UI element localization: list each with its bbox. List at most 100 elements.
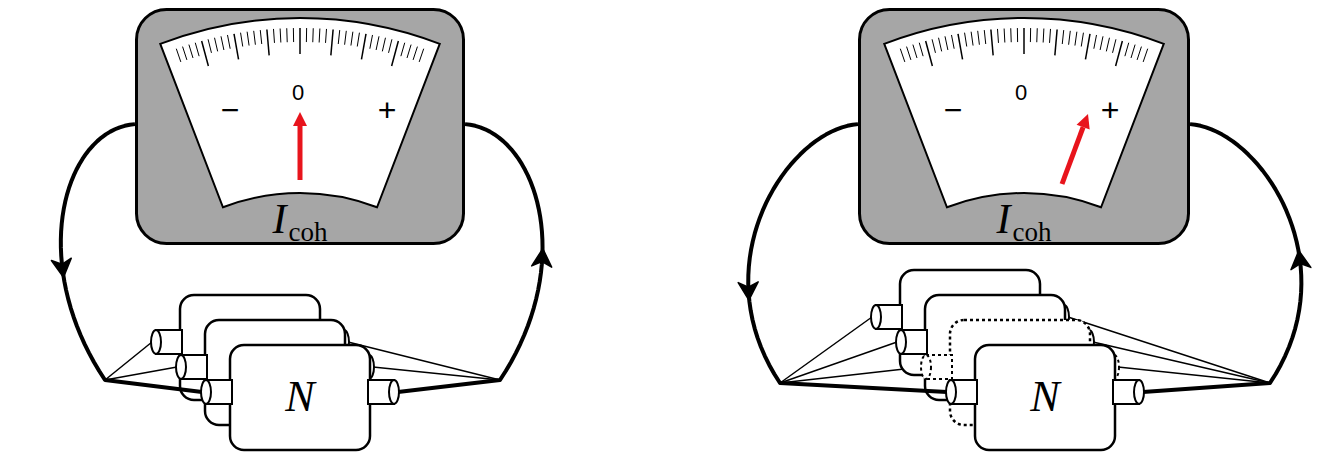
port-end (871, 305, 881, 329)
scale-tick (176, 49, 181, 62)
scale-tick (195, 43, 199, 56)
scale-tick (1049, 29, 1051, 43)
quantity-label: Icoh (858, 198, 1190, 240)
fan-wire (1093, 342, 1270, 383)
scale-tick (202, 41, 209, 66)
scale-tick (338, 30, 339, 44)
scale-label: + (1101, 94, 1120, 126)
scale-label: − (944, 94, 963, 126)
scale-tick (351, 32, 353, 46)
scale-tick (389, 39, 392, 53)
channel-body (230, 345, 370, 450)
scale-tick (1010, 28, 1011, 42)
scale-tick (407, 45, 411, 58)
scale-tick (413, 47, 417, 60)
channel-symbol: N (285, 375, 314, 419)
meter-case (860, 10, 1189, 244)
scale-tick (306, 28, 307, 42)
scale-tick (913, 45, 917, 58)
meter-face (160, 18, 440, 207)
port-end (201, 380, 211, 404)
scale-tick (1143, 49, 1148, 62)
scale-label: 0 (1015, 82, 1027, 104)
port-end (921, 355, 931, 379)
channel-body (975, 345, 1115, 450)
quantity-symbol: I (997, 196, 1011, 242)
scale-tick (1004, 29, 1006, 43)
scale-tick (1131, 45, 1135, 58)
scale-tick (319, 29, 321, 43)
scale-label: − (221, 94, 240, 126)
channel-box: N (945, 345, 1145, 450)
scale-tick (907, 47, 911, 60)
scale-tick (1030, 28, 1031, 42)
scale-tick (293, 28, 294, 42)
scale-tick (234, 34, 239, 60)
scale-tick (370, 35, 373, 49)
scale-tick (221, 36, 224, 50)
scale-tick (1055, 29, 1057, 55)
scale-tick (1069, 31, 1071, 45)
port-end (151, 330, 161, 354)
scale-tick (382, 38, 385, 52)
wire-arrowhead (532, 248, 553, 267)
scale-tick (971, 32, 973, 46)
scale-tick (997, 29, 999, 43)
scale-tick (357, 33, 359, 47)
scale-tick (345, 31, 347, 45)
scale-tick (1043, 29, 1045, 43)
scale-tick (286, 28, 287, 42)
channel-symbol: N (1030, 375, 1059, 419)
scale-tick (1081, 33, 1083, 47)
scale-tick (1075, 32, 1077, 46)
scale-tick (260, 30, 261, 44)
scale-tick (1062, 30, 1063, 44)
scale-tick (227, 35, 230, 49)
fan-wire (373, 367, 500, 380)
port-end (946, 380, 956, 404)
quantity-subscript: coh (1013, 217, 1052, 247)
meter-face (884, 18, 1164, 207)
scale-tick (401, 43, 405, 56)
scale-label: 0 (292, 82, 304, 104)
meter-box: −0+Icoh (135, 8, 465, 245)
scale-tick (991, 29, 993, 55)
channel-box: N (200, 345, 400, 450)
fan-wire (780, 317, 872, 383)
needle-head (1077, 114, 1090, 130)
meter-needle (1062, 127, 1083, 184)
scale-tick (1094, 35, 1097, 49)
scale-tick (1085, 34, 1090, 60)
scale-tick (984, 30, 985, 44)
scale-tick (247, 32, 249, 46)
fan-wire (105, 367, 177, 380)
scale-tick (932, 39, 935, 53)
scale-tick (939, 38, 942, 52)
scale-tick (951, 35, 954, 49)
scale-tick (189, 45, 193, 58)
port-end (176, 355, 186, 379)
scale-tick (280, 29, 282, 43)
scale-tick (331, 29, 333, 55)
scale-tick (1113, 39, 1116, 53)
scale-tick (1125, 43, 1129, 56)
scale-tick (958, 34, 963, 60)
quantity-symbol: I (273, 196, 287, 242)
scale-tick (900, 49, 905, 62)
quantity-label: Icoh (135, 198, 465, 240)
wire-arrowhead (1289, 249, 1311, 269)
scale-tick (208, 39, 211, 53)
scale-tick (1116, 41, 1123, 66)
scale-tick (183, 47, 187, 60)
scale-tick (376, 36, 379, 50)
scale-tick (919, 43, 923, 56)
meter-case (137, 10, 464, 244)
scale-tick (1137, 47, 1141, 60)
wire-arrowhead (738, 282, 759, 301)
scale-tick (241, 33, 243, 47)
scale-tick (267, 29, 269, 55)
scale-tick (978, 31, 980, 45)
scale-tick (1036, 28, 1037, 42)
scale-tick (965, 33, 967, 47)
meter-outline (858, 8, 1190, 245)
